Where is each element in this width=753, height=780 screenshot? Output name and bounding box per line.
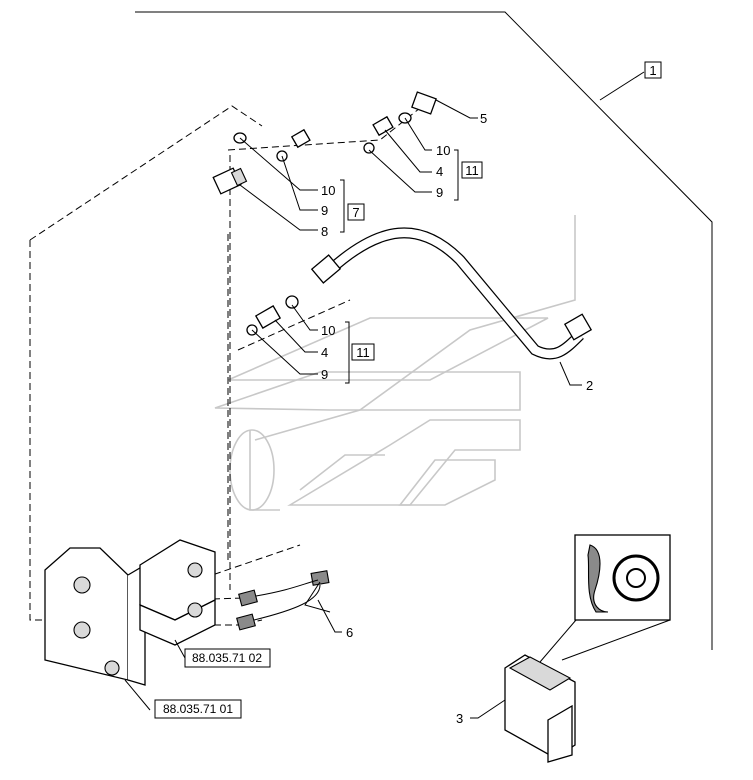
callout-8: 8 bbox=[321, 224, 328, 239]
callout-10: 10 bbox=[321, 183, 335, 198]
rocker-switch bbox=[504, 654, 576, 763]
hose-lower bbox=[310, 227, 593, 360]
leader-lines bbox=[124, 99, 582, 719]
wiring-harness bbox=[236, 570, 331, 631]
cross-references: 88.035.71 02 88.035.71 01 bbox=[154, 648, 271, 719]
hydraulic-control-icon bbox=[612, 554, 660, 602]
reference-lower: 88.035.71 01 bbox=[163, 702, 233, 716]
callout-1: 1 bbox=[649, 63, 656, 78]
callouts: 1 5 10 4 9 11 10 9 8 7 10 4 9 11 2 6 3 bbox=[321, 61, 662, 726]
callout-10: 10 bbox=[321, 323, 335, 338]
watermark-logo bbox=[214, 215, 576, 511]
callout-7: 7 bbox=[352, 205, 359, 220]
reference-upper: 88.035.71 02 bbox=[192, 651, 262, 665]
callout-11: 11 bbox=[465, 163, 479, 178]
assembly-frame bbox=[135, 11, 713, 650]
callout-11: 11 bbox=[356, 345, 370, 360]
callout-4: 4 bbox=[321, 345, 328, 360]
callout-10: 10 bbox=[436, 143, 450, 158]
callout-5: 5 bbox=[480, 111, 487, 126]
callout-9: 9 bbox=[321, 367, 328, 382]
valve-block bbox=[44, 539, 216, 686]
callout-9: 9 bbox=[436, 185, 443, 200]
callout-4: 4 bbox=[436, 164, 443, 179]
switch-decal bbox=[539, 534, 671, 663]
fittings bbox=[212, 112, 412, 336]
callout-6: 6 bbox=[346, 625, 353, 640]
callout-3: 3 bbox=[456, 711, 463, 726]
callout-2: 2 bbox=[586, 378, 593, 393]
tube-upper bbox=[290, 63, 447, 149]
callout-9: 9 bbox=[321, 203, 328, 218]
